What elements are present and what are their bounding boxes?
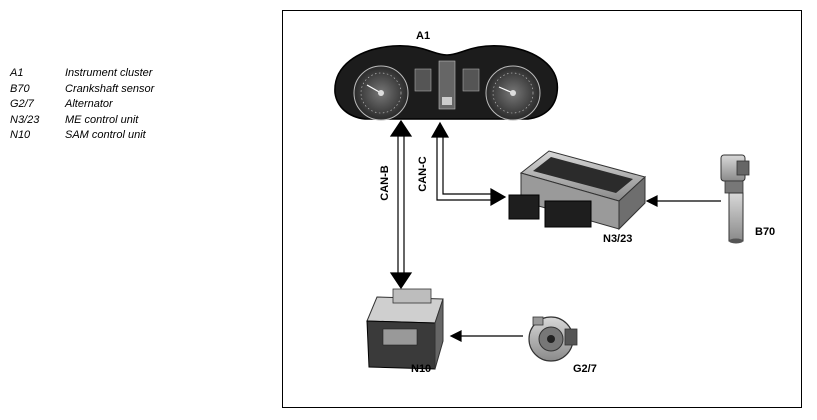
legend-desc: ME control unit — [65, 113, 139, 126]
connection-arrows — [389, 119, 721, 342]
legend-code: N3/23 — [10, 113, 40, 126]
legend: A1 Instrument cluster B70 Crankshaft sen… — [10, 66, 154, 144]
crankshaft-sensor — [720, 154, 750, 244]
legend-row: G2/7 Alternator — [10, 97, 154, 113]
diagram-canvas — [334, 45, 750, 370]
label-n10: N10 — [411, 363, 432, 375]
legend-code: A1 — [10, 67, 24, 79]
label-can-b: CAN-B — [379, 165, 391, 201]
label-g2-7: G2/7 — [573, 363, 597, 375]
label-a1: A1 — [416, 30, 431, 42]
legend-row: N3/23 ME control unit — [10, 113, 154, 129]
sam-control-unit — [366, 288, 444, 370]
legend-desc: Crankshaft sensor — [65, 82, 155, 95]
legend-desc: SAM control unit — [65, 129, 146, 141]
legend-row: A1 Instrument cluster — [10, 66, 154, 82]
legend-code: N10 — [10, 129, 31, 141]
alternator — [528, 316, 578, 362]
instrument-cluster — [334, 45, 559, 121]
me-control-unit — [508, 150, 647, 231]
legend-code: B70 — [10, 82, 30, 95]
label-b70: B70 — [755, 226, 776, 238]
label-n3-23: N3/23 — [603, 233, 633, 245]
legend-row: N10 SAM control unit — [10, 128, 154, 144]
legend-desc: Alternator — [65, 98, 113, 110]
label-can-c: CAN-C — [417, 156, 429, 192]
legend-desc: Instrument cluster — [65, 67, 153, 79]
legend-code: G2/7 — [10, 98, 34, 110]
legend-row: B70 Crankshaft sensor — [10, 82, 154, 98]
diagram-frame: A1 N3/23 B70 N10 G2/7 CAN-B CAN-C — [282, 10, 802, 408]
